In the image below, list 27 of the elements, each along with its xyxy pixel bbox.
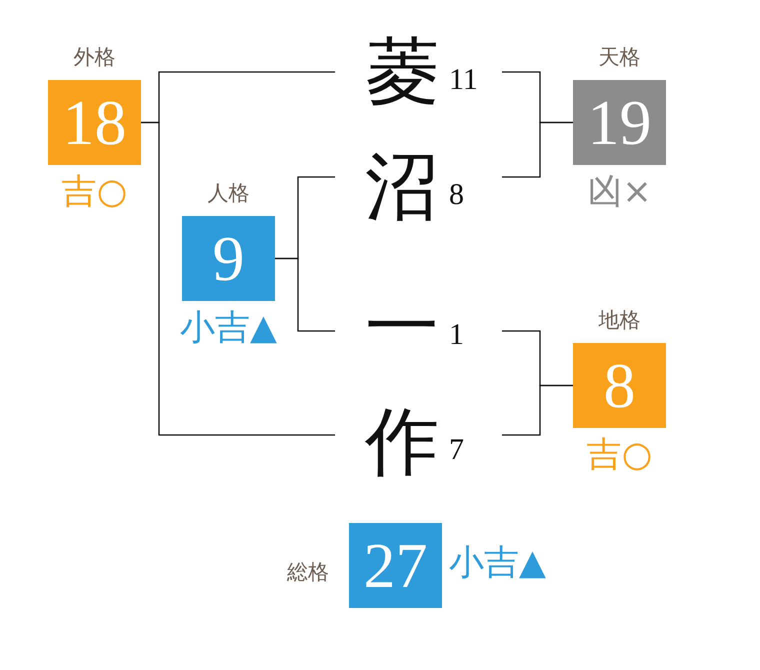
connector-line bbox=[502, 384, 573, 436]
score-tile: 18 bbox=[48, 80, 141, 165]
category-label: 天格 bbox=[598, 44, 640, 71]
fortune-rating: 凶× bbox=[587, 172, 652, 212]
name-character: 作 bbox=[365, 402, 439, 482]
score-tile: 8 bbox=[573, 343, 666, 428]
category-label: 外格 bbox=[74, 44, 116, 71]
stroke-count: 7 bbox=[449, 433, 464, 467]
score-tile: 9 bbox=[182, 216, 275, 301]
stroke-count: 1 bbox=[449, 318, 464, 352]
stroke-count: 11 bbox=[449, 63, 478, 97]
connector-line bbox=[275, 258, 335, 332]
stroke-count: 8 bbox=[449, 178, 464, 212]
name-character: 沼 bbox=[365, 147, 439, 227]
fortune-rating: 吉○ bbox=[586, 435, 652, 475]
score-tile: 19 bbox=[573, 80, 666, 165]
fortune-rating: 小吉▲ bbox=[449, 542, 546, 582]
name-character: 菱 bbox=[365, 32, 439, 112]
category-label: 総格 bbox=[287, 558, 329, 586]
category-label: 地格 bbox=[598, 307, 640, 334]
connector-line bbox=[141, 122, 335, 436]
fortune-rating: 吉○ bbox=[62, 172, 128, 212]
category-label: 人格 bbox=[208, 180, 250, 207]
connector-line bbox=[502, 122, 573, 178]
fortune-rating: 小吉▲ bbox=[180, 308, 277, 348]
name-character: 一 bbox=[365, 287, 439, 367]
score-tile: 27 bbox=[349, 523, 442, 608]
